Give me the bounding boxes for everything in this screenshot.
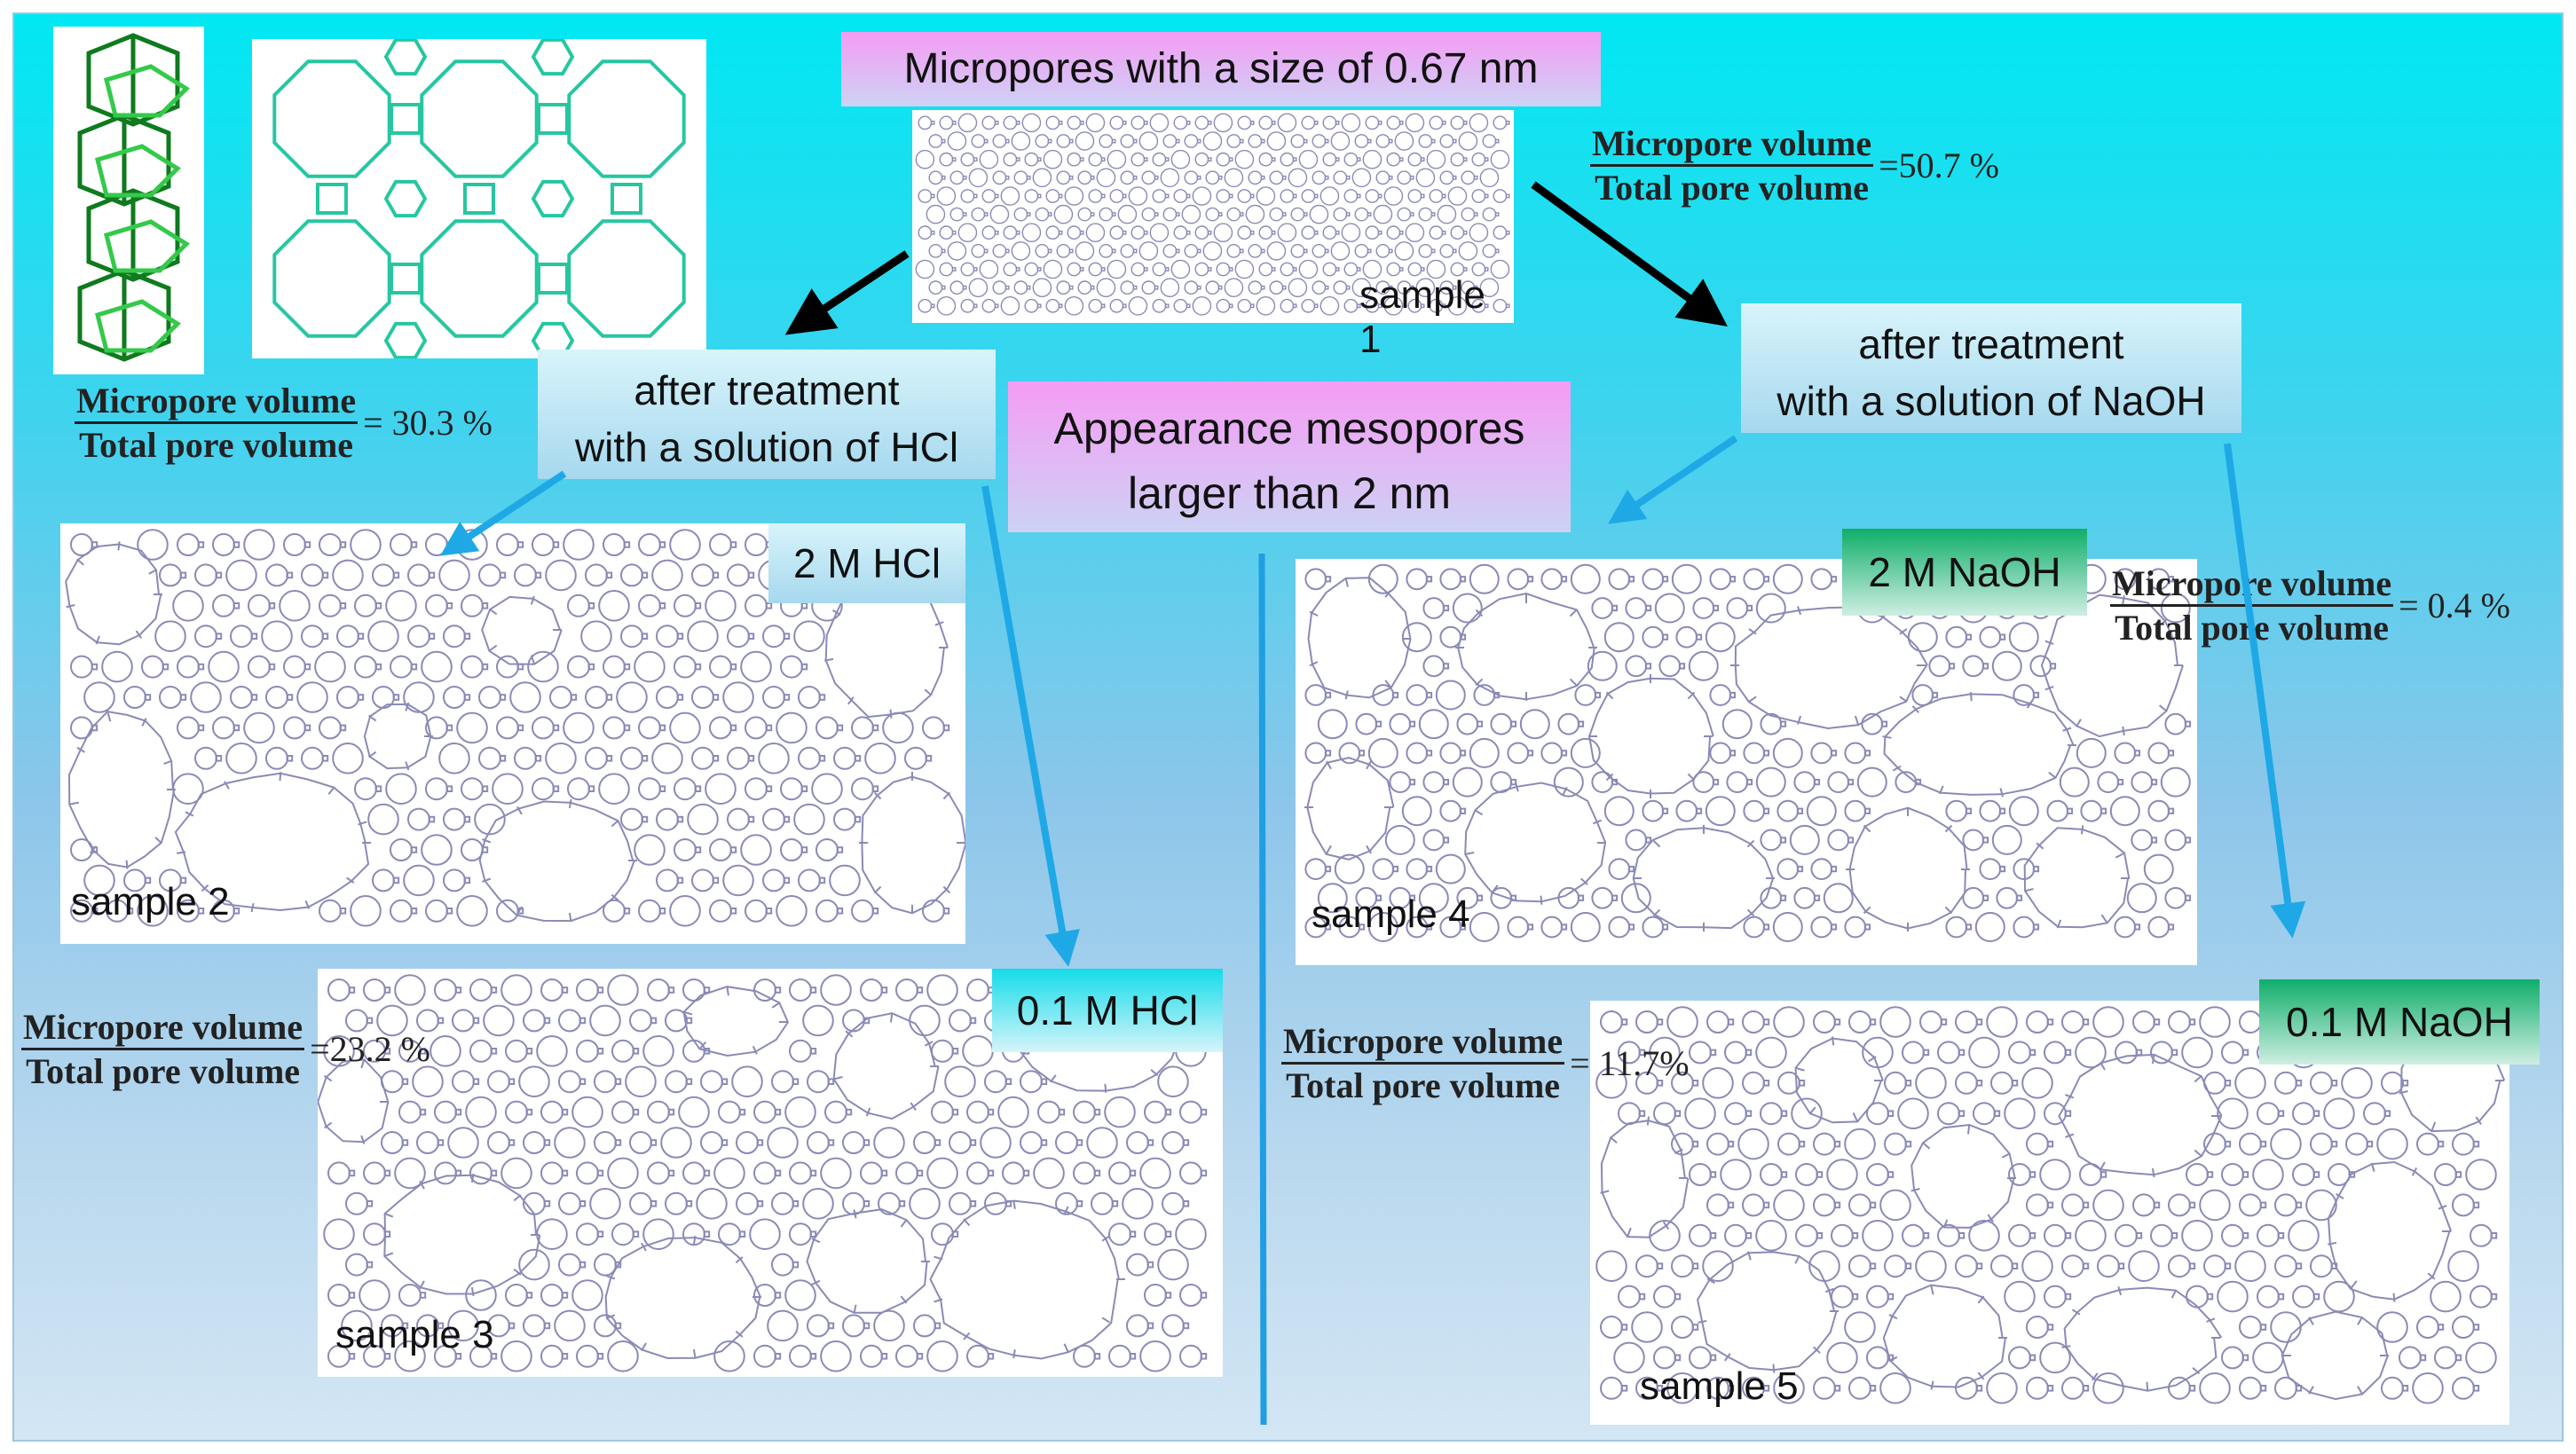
mesopores-line-2: larger than 2 nm [1127,468,1452,518]
sample-2-label: sample 2 [71,880,230,923]
naoh-treatment-line-2: with a solution of NaOH [1776,377,2206,424]
arrow-to-sample-4 [1608,435,1738,524]
ratio-numerator: Micropore volume [1281,1020,1565,1065]
ratio-value-hcl: = 30.3 % [363,403,493,443]
sample-3-framework [318,974,1208,1372]
sample-1-label: sample 1 [1359,273,1485,361]
sample-1-framework [915,113,1510,316]
ratio-numerator: Micropore volume [21,1006,305,1050]
mesopores-label: Appearance mesopores larger than 2 nm [1008,381,1571,532]
sample-4-label: sample 4 [1312,892,1470,936]
mesopores-line-1: Appearance mesopores [1053,404,1525,453]
zeolite-plane-structure [252,39,706,358]
naoh-treatment-line-1: after treatment [1858,321,2124,367]
sample-5-panel: sample 5 [1590,1001,2509,1425]
hcl-2m-label: 2 M HCl [768,523,965,603]
hcl-treatment-line-2: with a solution of HCl [574,423,959,470]
zeolite-plane-drawing [272,39,686,358]
naoh-treatment-label: after treatment with a solution of NaOH [1741,303,2241,433]
sample-1-panel: sample 1 [912,110,1514,361]
ratio-denominator: Total pore volume [1595,168,1870,208]
naoh-01m-label: 0.1 M NaOH [2259,979,2540,1065]
sample-4-panel: sample 4 [1296,559,2197,965]
ratio-denominator: Total pore volume [1286,1065,1561,1105]
sample-5-label: sample 5 [1640,1364,1799,1408]
ratio-value-sample-3: =23.2 % [310,1029,431,1069]
divider-line [1258,553,1267,1426]
zeolite-column-drawing [77,33,190,362]
arrow-to-sample-5 [2224,443,2306,939]
hcl-01m-label: 0.1 M HCl [992,969,1223,1052]
sample-5-framework [1595,1006,2506,1404]
arrow-to-hcl [784,250,910,335]
ratio-numerator: Micropore volume [75,380,358,424]
hcl-treatment-label: after treatment with a solution of HCl [538,350,996,479]
arrow-to-sample-3 [981,485,1080,967]
ratio-numerator: Micropore volume [1590,122,1874,167]
zeolite-column-structure [53,27,204,374]
ratio-value-sample-1: =50.7 % [1879,145,2000,185]
ratio-value-naoh: = 0.4 % [2399,586,2511,625]
hcl-treatment-line-1: after treatment [634,367,900,413]
ratio-numerator: Micropore volume [2110,562,2394,607]
micropore-size-label: Micropores with a size of 0.67 nm [841,32,1601,106]
sample-3-label: sample 3 [335,1313,494,1356]
ratio-denominator: Total pore volume [26,1051,301,1091]
ratio-value-sample-5: = 11.7% [1570,1043,1690,1083]
ratio-denominator: Total pore volume [2115,608,2390,648]
diagram-canvas: sample 1 sample 2 sample 3 sample 4 samp… [12,12,2564,1442]
ratio-denominator: Total pore volume [79,425,354,465]
naoh-2m-label: 2 M NaOH [1842,529,2087,616]
sample-2-framework [65,529,965,927]
